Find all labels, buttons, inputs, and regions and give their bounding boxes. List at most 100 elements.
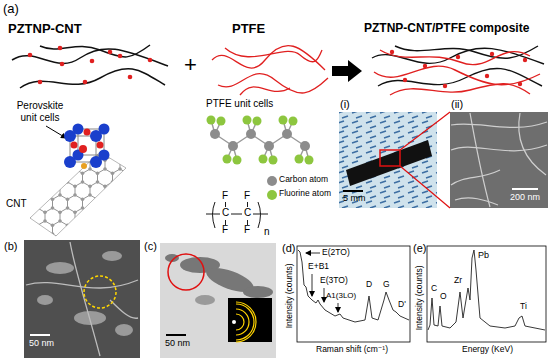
element-label: Ti xyxy=(520,302,527,312)
element-label: Pb xyxy=(478,250,489,260)
cnt-lattice xyxy=(30,152,126,236)
sem-image-part-part xyxy=(519,113,546,175)
tem-image-c-part-part xyxy=(243,286,273,298)
process-arrow xyxy=(332,60,362,82)
formula-atom: F xyxy=(222,224,228,236)
peak-label: E(2TO) xyxy=(322,248,350,258)
tem-image-c-part-part xyxy=(195,295,215,305)
tem-image-c-part xyxy=(228,298,272,342)
pztnp-cnt-strands-part xyxy=(12,49,168,66)
formula-atom: F xyxy=(222,190,228,202)
photo-image-part xyxy=(346,140,432,186)
pzt-nanoparticles-part xyxy=(58,46,63,51)
sem-panel: (ii)200 nm xyxy=(450,98,548,210)
pzt-nanoparticles-part xyxy=(28,53,33,58)
perovskite-cell-part xyxy=(64,124,110,169)
perovskite-cell xyxy=(64,124,110,170)
sem-image-b-part-part xyxy=(115,324,133,336)
perovskite-cell-part-part xyxy=(97,142,104,149)
pztnp-cnt-strands-part xyxy=(20,69,165,88)
formula-bonds xyxy=(206,202,268,228)
raman-chart-part xyxy=(297,246,410,342)
perovskite-cell-part-part xyxy=(64,156,76,168)
composite-nanoparticles-part xyxy=(443,84,447,88)
ptfe-chains-part xyxy=(225,48,322,62)
peak-label: E+B1 xyxy=(308,262,329,272)
sem-image-b-part-part xyxy=(102,251,122,261)
axis-title: Raman shift (cm⁻¹) xyxy=(316,345,388,355)
part-label: PTFE unit cells xyxy=(206,98,273,110)
tem-image-c-part xyxy=(168,254,204,290)
panel-letter: (b) xyxy=(4,240,17,253)
pzt-nanoparticles-part xyxy=(108,50,113,55)
perovskite-cell-part-part xyxy=(84,129,91,136)
panel-letter: (a) xyxy=(3,2,19,17)
sem-image-part-part xyxy=(455,198,498,205)
pzt-nanoparticles-part xyxy=(148,58,153,63)
sem-image-b-part-part xyxy=(46,262,74,274)
part-label: CNT xyxy=(6,198,27,210)
formula-atom: C xyxy=(244,207,251,219)
photo-image-part xyxy=(380,150,400,166)
pzt-nanoparticles-part xyxy=(118,54,123,59)
component-title: PTFE xyxy=(232,22,265,37)
sem-image-part-part xyxy=(470,113,490,207)
composite-nanoparticles-part xyxy=(456,55,460,59)
ptfe-unit-chain-part xyxy=(210,129,310,151)
sem-image-b-part xyxy=(26,242,138,356)
ptfe-unit-chain-part-part xyxy=(211,120,309,160)
ptfe-unit-chain xyxy=(207,116,314,165)
perovskite-cell-part xyxy=(71,129,104,154)
tem-image-c-part-part xyxy=(236,314,244,330)
ptfe-unit-chain-part-part xyxy=(264,141,274,151)
sem-image xyxy=(450,112,548,208)
pzt-nanoparticles xyxy=(28,46,153,85)
ptfe-unit-chain-part-part xyxy=(217,117,226,126)
formula-bonds-part xyxy=(206,214,268,215)
raman-chart-part xyxy=(298,250,409,322)
sem-image-part-part xyxy=(451,145,547,151)
pzt-nanoparticles-part xyxy=(60,62,65,67)
composite-strands-part xyxy=(380,50,530,65)
ptfe-unit-chain-part-part xyxy=(246,129,256,139)
composite-strands xyxy=(372,46,544,95)
raman-chart-part-part xyxy=(306,253,320,254)
tem-image-c xyxy=(160,243,276,358)
zoom-connector xyxy=(437,197,450,208)
legend-swatch xyxy=(267,190,277,200)
sem-panel: (b)50 nm xyxy=(3,238,141,360)
legend-text: Carbon atom xyxy=(279,175,328,185)
leader-arrow xyxy=(46,126,66,138)
ptfe-unit-chain-part-part xyxy=(279,116,288,125)
sem-image-part xyxy=(450,112,548,208)
peak-label: A1(3LO) xyxy=(326,291,356,300)
sem-image-b-part xyxy=(30,334,50,336)
composite-nanoparticles-part xyxy=(523,58,527,62)
ptfe-unit-chain-part-part xyxy=(243,116,252,125)
composite-strands-part xyxy=(390,84,530,95)
ptfe-unit-chain-part-part xyxy=(210,129,220,139)
composite-nanoparticles-part xyxy=(390,50,394,54)
ptfe-unit-chain-part-part xyxy=(282,129,292,139)
axis-title: Intensity (counts) xyxy=(415,266,425,331)
composite-nanoparticles-part xyxy=(485,74,489,78)
tem-image-c-part xyxy=(236,302,256,342)
sem-image-part-part xyxy=(451,122,547,127)
perovskite-cell-part-part xyxy=(71,142,78,149)
perovskite-cell-part xyxy=(81,163,87,169)
eds-chart-part xyxy=(427,246,546,342)
scale-label: 5 mm xyxy=(343,193,366,203)
formula-bonds-part xyxy=(258,202,261,228)
ptfe-chains-part xyxy=(240,87,290,95)
legend-swatch xyxy=(267,176,277,186)
composite-nanoparticles-part xyxy=(490,52,494,56)
component-title: PZTNP-CNT/PTFE composite xyxy=(364,22,529,36)
ptfe-unit-chain-part-part xyxy=(289,117,298,126)
photo-image-part xyxy=(339,112,437,208)
perovskite-cell-part-part xyxy=(90,130,102,142)
ptfe-unit-chain-part xyxy=(211,120,309,160)
sem-image-part-part xyxy=(451,170,500,185)
scale-label: 200 nm xyxy=(510,192,540,202)
